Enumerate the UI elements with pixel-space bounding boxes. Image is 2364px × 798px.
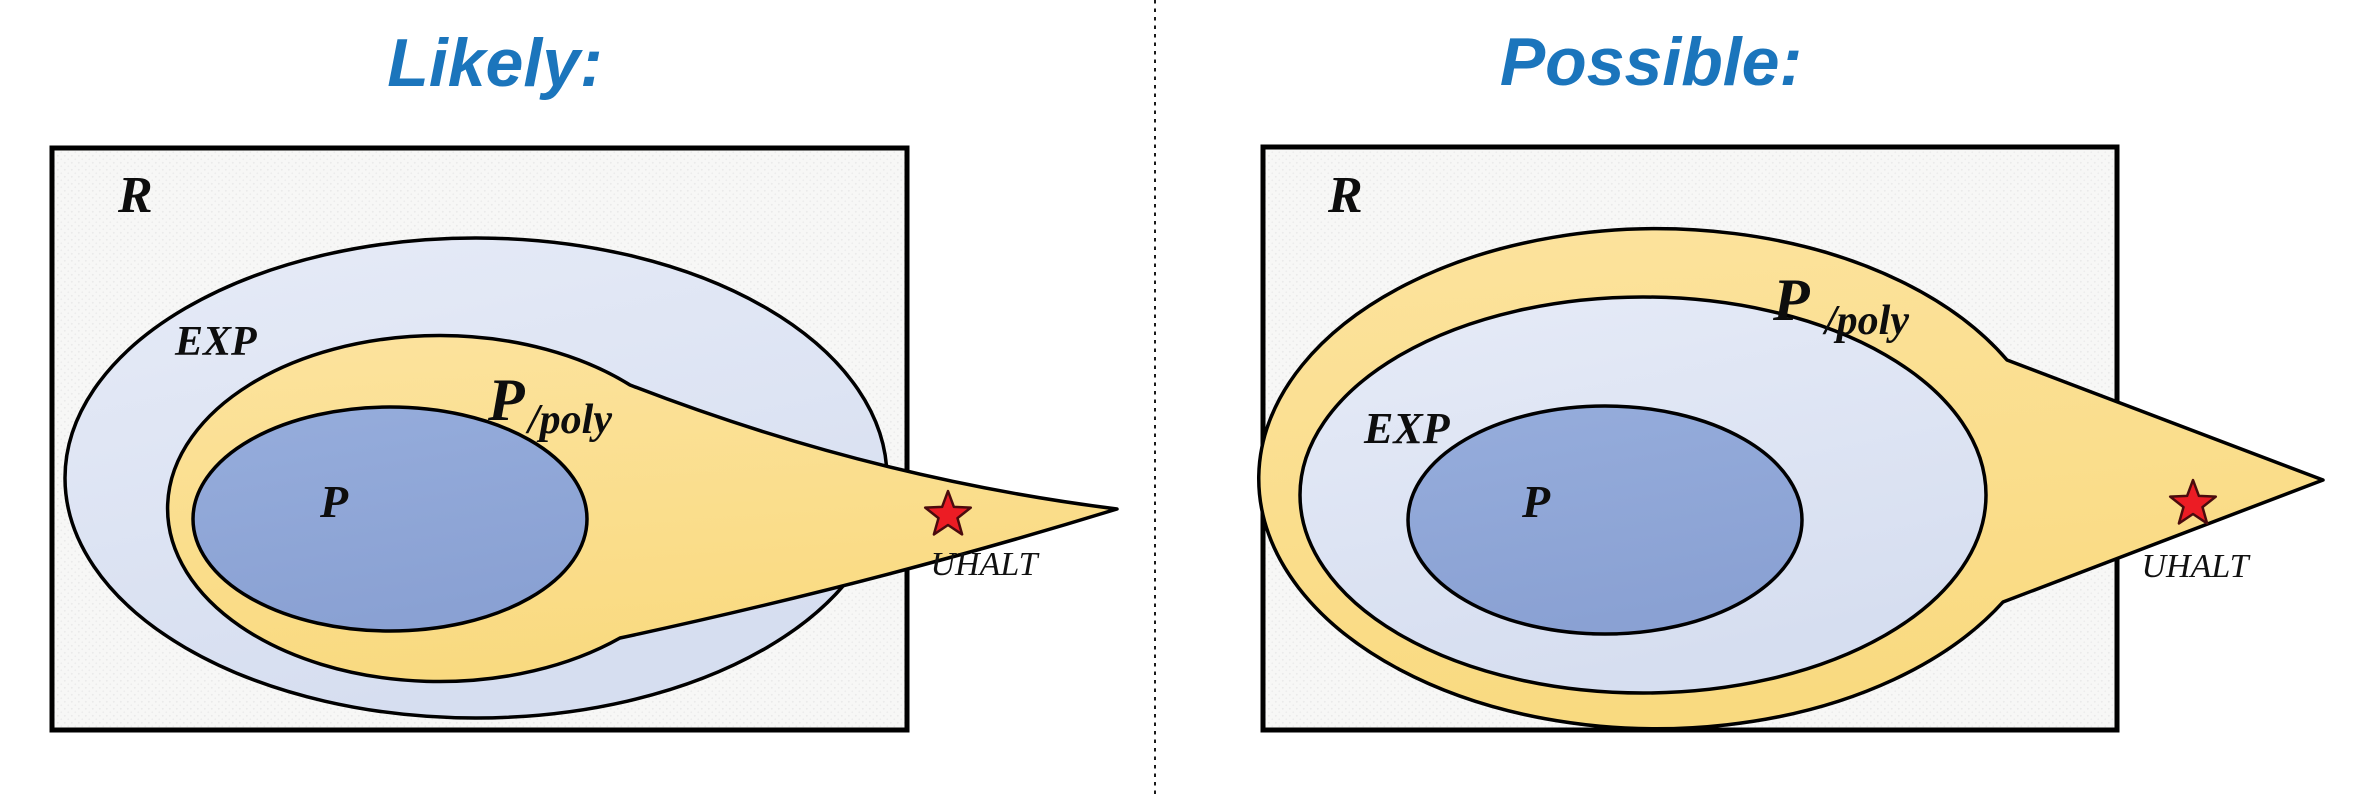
ppoly-label-base: P — [487, 367, 526, 433]
uhalt-label: UHALT — [930, 546, 1039, 583]
p-ellipse — [1406, 404, 1804, 636]
uhalt-label: UHALT — [2141, 548, 2250, 585]
likely-panel-title: Likely: — [387, 25, 602, 101]
possible-panel-title: Possible: — [1500, 24, 1802, 100]
r-label: R — [1327, 167, 1363, 224]
p-label: P — [319, 476, 349, 527]
r-label: R — [117, 167, 153, 224]
ppoly-label-base: P — [1772, 267, 1811, 333]
exp-label: EXP — [174, 319, 257, 365]
ppoly-label-subscript: /poly — [1822, 298, 1909, 344]
likely-panel: Likely: R EXP P /poly P UHALT — [49, 25, 1119, 733]
ppoly-label-subscript: /poly — [525, 397, 612, 443]
p-label: P — [1521, 476, 1551, 527]
ppoly-label: P /poly — [1772, 267, 1909, 344]
exp-label: EXP — [1363, 404, 1451, 453]
p-ellipse — [191, 405, 589, 633]
ppoly-label: P /poly — [487, 367, 612, 443]
possible-panel: Possible: R EXP P /poly P UHALT — [1257, 24, 2325, 733]
